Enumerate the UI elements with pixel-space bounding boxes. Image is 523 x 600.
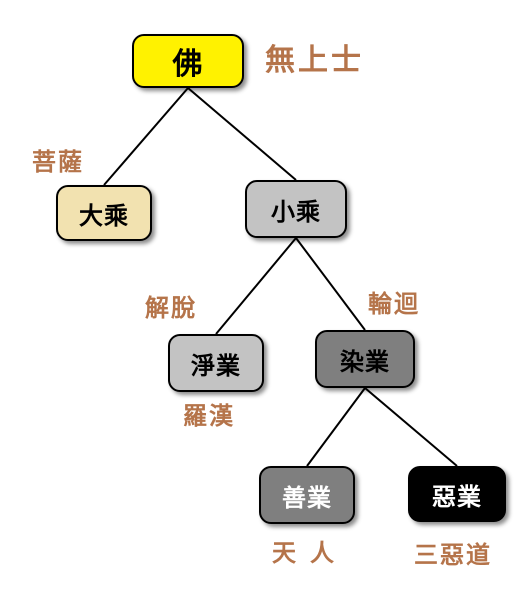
node-xiaocheng: 小乘 — [245, 180, 347, 238]
edge-fo-xiaocheng — [187, 87, 297, 181]
node-dacheng: 大乘 — [56, 185, 152, 241]
node-ranye: 染業 — [315, 330, 415, 388]
annotation-sanedao: 三惡道 — [414, 541, 492, 569]
edge-ranye-eye — [364, 387, 458, 467]
annotation-pusa: 菩薩 — [32, 148, 84, 176]
annotation-luohan: 羅漢 — [183, 402, 235, 430]
annotation-tianren: 天人 — [272, 539, 348, 567]
edge-ranye-shanye — [306, 387, 366, 467]
node-jingye: 淨業 — [168, 334, 264, 392]
edge-xiaocheng-jingye — [215, 237, 297, 335]
annotation-jietuo: 解脫 — [145, 294, 197, 322]
annotation-lunhui: 輪迴 — [368, 290, 420, 318]
annotation-wushangshi: 無上士 — [265, 43, 364, 78]
node-fo: 佛 — [132, 34, 244, 88]
edge-fo-dacheng — [103, 87, 189, 186]
node-shanye: 善業 — [259, 466, 355, 524]
edge-xiaocheng-ranye — [295, 237, 366, 331]
node-eye: 惡業 — [408, 466, 506, 522]
